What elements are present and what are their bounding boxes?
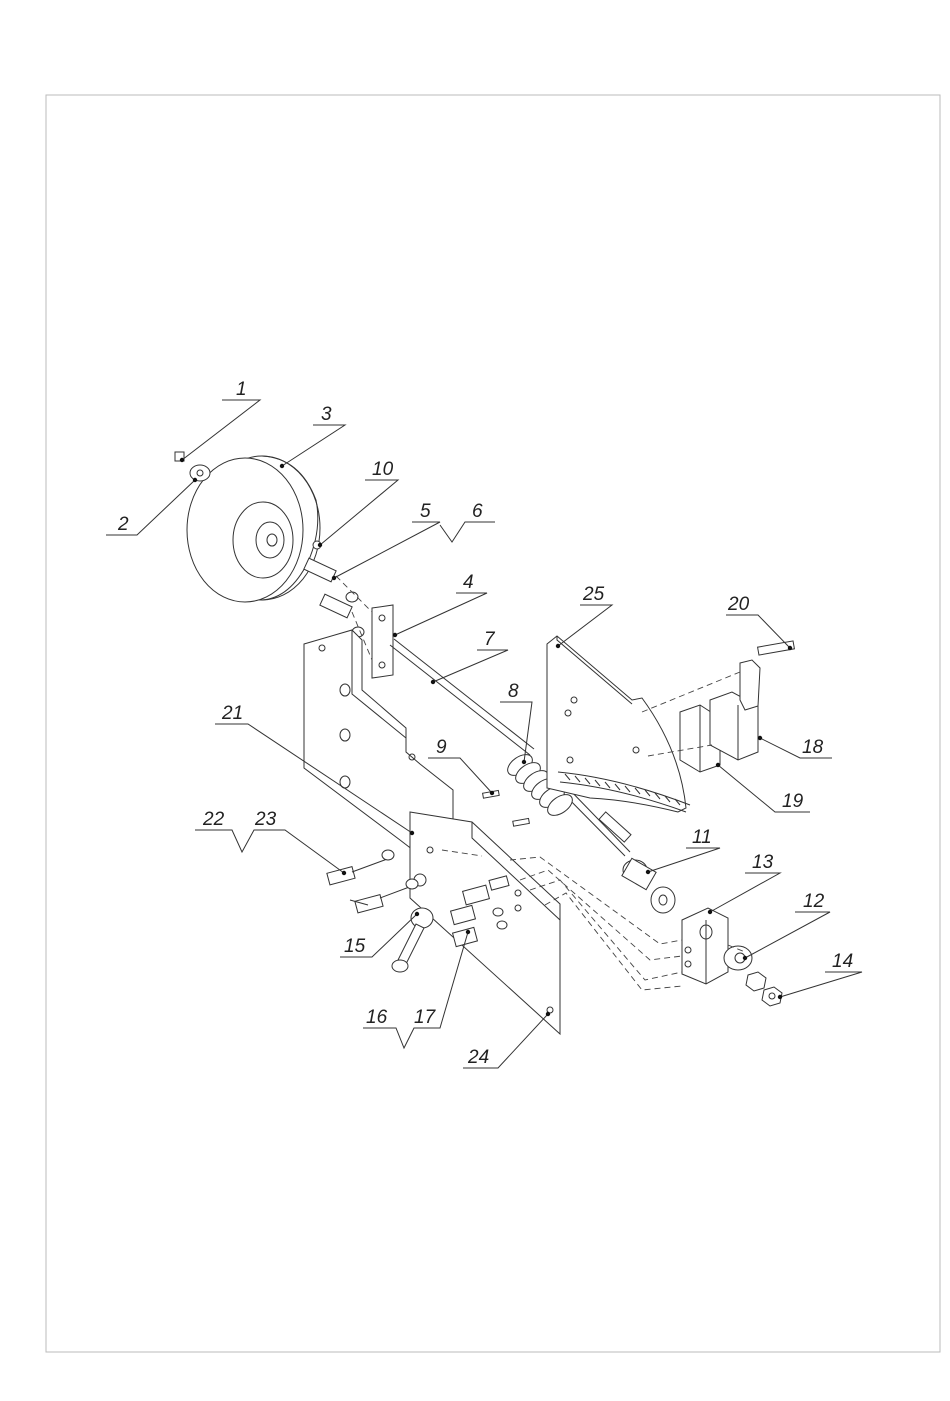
callout-11: 11 [692, 827, 712, 848]
callout-16: 16 [366, 1007, 388, 1028]
callout-6: 6 [472, 501, 483, 522]
front-plate-part [410, 812, 560, 1034]
hex-nut-part [746, 972, 782, 1006]
callout-25: 25 [582, 584, 605, 605]
callout-21: 21 [221, 703, 243, 724]
callout-8: 8 [508, 681, 519, 702]
callout-2: 2 [117, 514, 129, 535]
sector-plate-part [547, 636, 690, 812]
callout-15: 15 [344, 936, 366, 957]
callout-3: 3 [321, 404, 332, 425]
callout-12: 12 [803, 891, 825, 912]
callout-19: 19 [782, 791, 804, 812]
callout-1: 1 [236, 379, 247, 400]
callout-14: 14 [832, 951, 853, 972]
callout-10: 10 [372, 459, 394, 480]
screw-washer-part [175, 452, 210, 481]
callout-23: 23 [254, 809, 277, 830]
callout-17: 17 [414, 1007, 437, 1028]
callout-7: 7 [484, 629, 496, 650]
callout-18: 18 [802, 737, 824, 758]
callout-13: 13 [752, 852, 774, 873]
sheet-border [46, 95, 940, 1352]
callout-24: 24 [467, 1047, 489, 1068]
bolt-part [327, 850, 418, 913]
bearing-block-part [682, 908, 728, 984]
pin-part [483, 790, 530, 826]
callout-20: 20 [727, 594, 750, 615]
callout-5: 5 [420, 501, 431, 522]
clamp-handle-part [392, 908, 433, 972]
callout-9: 9 [436, 737, 447, 758]
callout-4: 4 [463, 572, 474, 593]
callout-22: 22 [202, 809, 225, 830]
bushing-part [622, 858, 675, 913]
